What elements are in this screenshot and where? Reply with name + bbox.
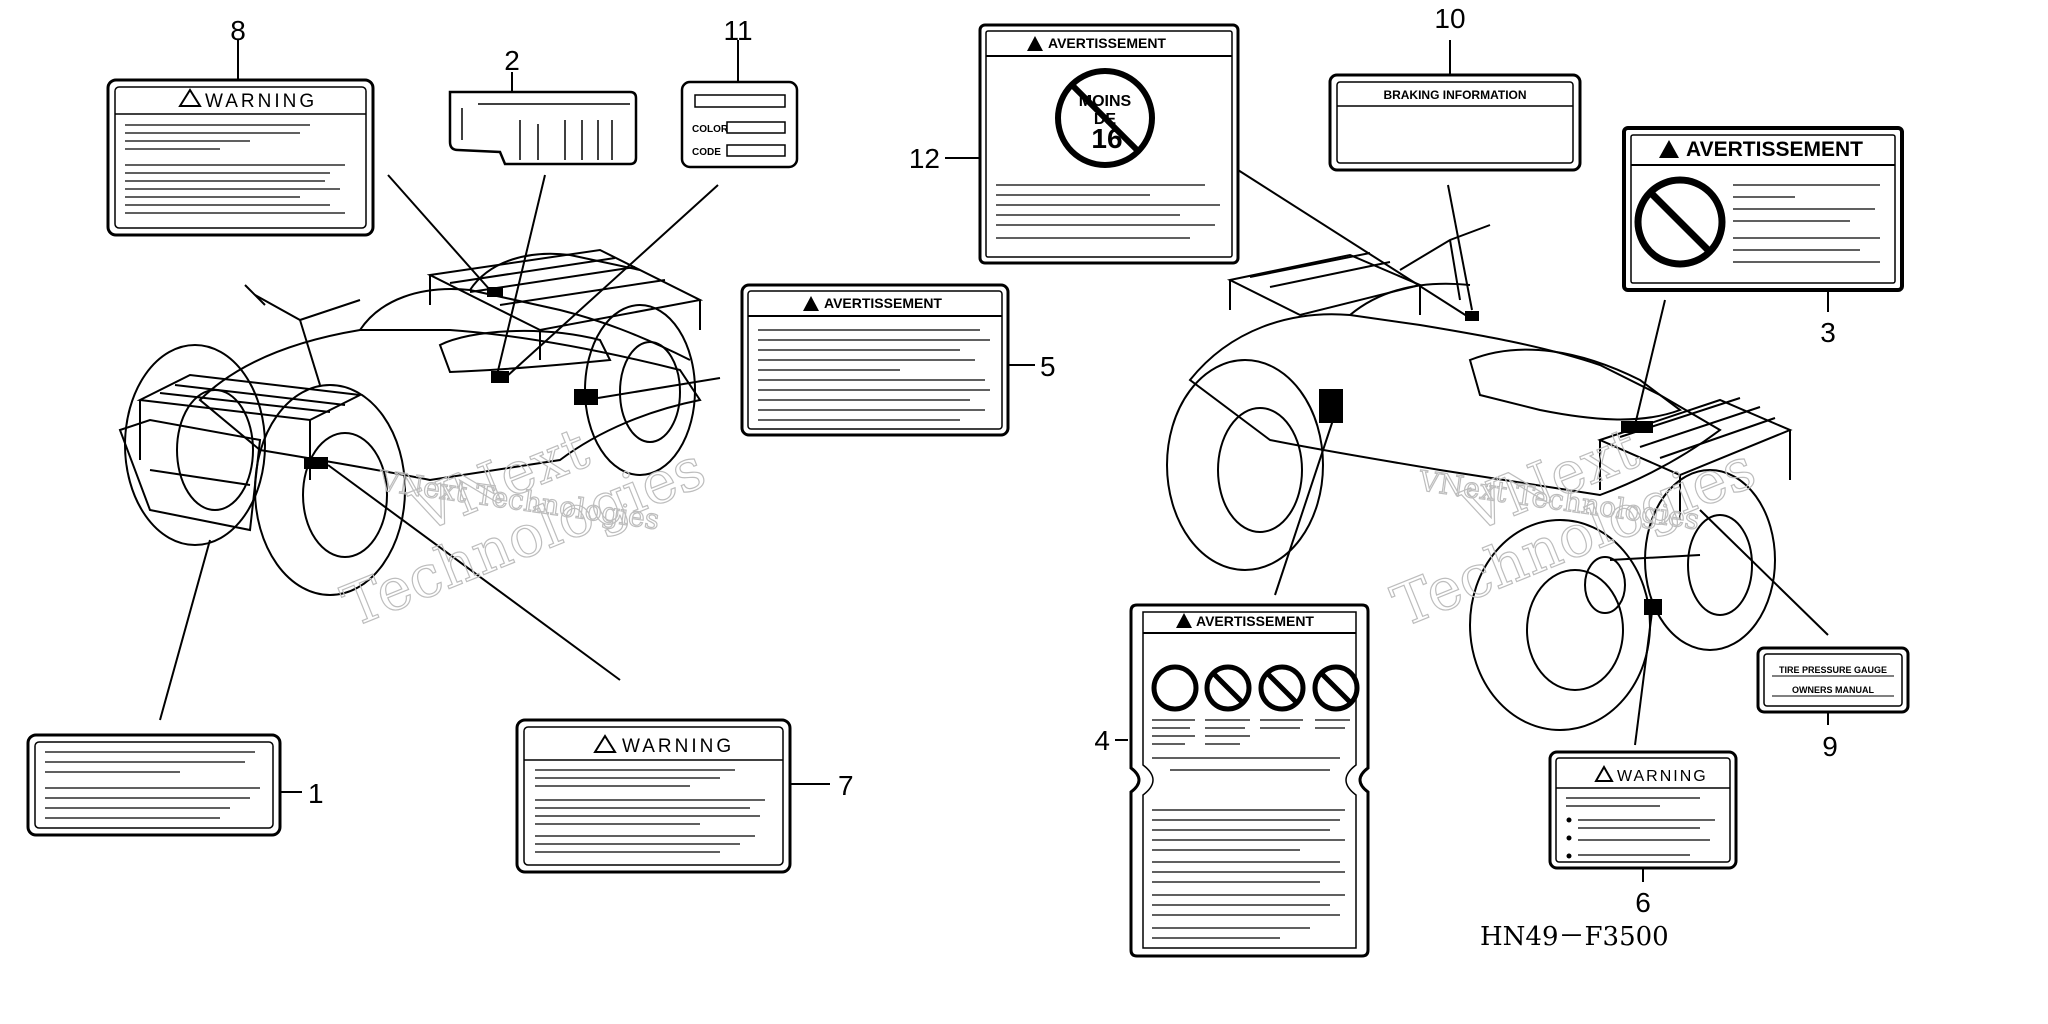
label-7-header: WARNING: [622, 736, 734, 757]
label-4-avertissement: AVERTISSEMENT: [1129, 603, 1370, 958]
label-8-warning: WARNING: [106, 78, 375, 237]
warning-triangle-icon: [803, 296, 819, 311]
callout-2: 2: [504, 45, 520, 76]
leader-lines: [159, 40, 1829, 882]
label-12-age-warning: AVERTISSEMENT MOINS DE 16: [978, 23, 1240, 265]
label-12-header: AVERTISSEMENT: [1048, 35, 1166, 51]
owners-manual-text: OWNERS MANUAL: [1792, 685, 1874, 695]
callout-numbers: 8 2 11 5 1 7 12 10 3 4 6 9: [230, 3, 1838, 918]
callout-8: 8: [230, 15, 246, 46]
label-8-header: WARNING: [205, 91, 317, 112]
label-11-color-code: COLOR CODE: [680, 80, 799, 169]
braking-information-header: BRAKING INFORMATION: [1383, 88, 1526, 102]
code-field-label: CODE: [692, 147, 721, 158]
callout-4: 4: [1094, 725, 1110, 756]
label-9-tire-gauge: TIRE PRESSURE GAUGE OWNERS MANUAL: [1756, 646, 1910, 714]
callout-6: 6: [1635, 887, 1651, 918]
color-field-label: COLOR: [692, 124, 729, 135]
callout-10: 10: [1434, 3, 1465, 34]
pictogram-row: [1151, 664, 1360, 712]
warning-triangle-icon: [1594, 764, 1614, 782]
atv-rear-view: [1166, 224, 1793, 731]
label-1: [26, 733, 282, 837]
tire-pressure-gauge-text: TIRE PRESSURE GAUGE: [1779, 665, 1887, 675]
diagram-code: HN49－F3500: [1480, 922, 1669, 952]
warning-triangle-icon: [1176, 613, 1192, 628]
callout-5: 5: [1040, 351, 1056, 382]
warning-triangle-icon: [593, 734, 617, 753]
label-5-avertissement: AVERTISSEMENT: [740, 283, 1010, 437]
warning-triangle-icon: [1027, 36, 1043, 51]
label-4-header: AVERTISSEMENT: [1196, 613, 1314, 629]
label-10-braking-information: BRAKING INFORMATION: [1328, 73, 1582, 172]
label-6-warning: WARNING: [1548, 750, 1738, 870]
callout-7: 7: [838, 770, 854, 801]
label-3-avertissement: AVERTISSEMENT: [1622, 126, 1904, 292]
atv-front-view: [118, 248, 704, 596]
warning-triangle-icon: [178, 88, 202, 107]
callout-1: 1: [308, 778, 324, 809]
no-under-16-icon: MOINS DE 16: [1055, 68, 1155, 168]
prohibition-icon: [1634, 176, 1726, 268]
label-3-header: AVERTISSEMENT: [1686, 138, 1863, 161]
callout-9: 9: [1822, 731, 1838, 762]
callout-12: 12: [909, 143, 940, 174]
callout-11: 11: [723, 15, 752, 46]
callout-3: 3: [1820, 317, 1836, 348]
label-5-header: AVERTISSEMENT: [824, 295, 942, 311]
warning-triangle-icon: [1659, 140, 1679, 158]
label-7-warning: WARNING: [515, 718, 792, 874]
label-6-header: WARNING: [1617, 768, 1708, 785]
label-2: [448, 90, 638, 166]
